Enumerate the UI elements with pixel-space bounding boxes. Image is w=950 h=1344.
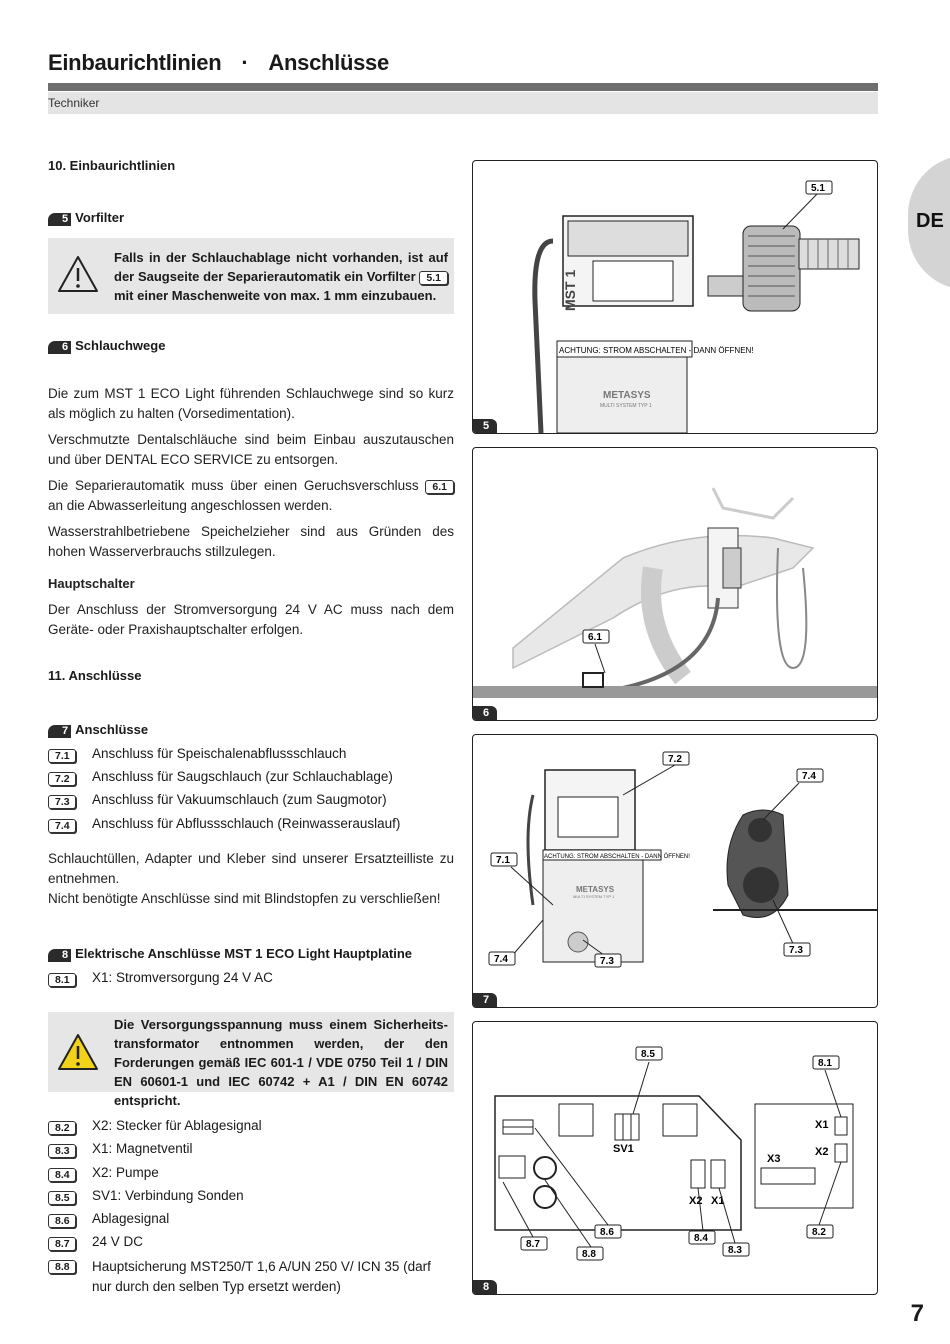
fig5-model: MULTI SYSTEM TYP 1 xyxy=(600,403,652,409)
warning-triangle-icon xyxy=(58,1034,98,1070)
fig8-label-8-7: 8.7 xyxy=(526,1239,540,1250)
ref-6-1: 6.1 xyxy=(425,480,454,494)
paragraph: Die zum MST 1 ECO Light führenden Schlau… xyxy=(48,386,454,421)
warning-text-1: Falls in der Schlauchablage nicht vorhan… xyxy=(114,250,448,303)
fig8-label-8-1: 8.1 xyxy=(818,1058,832,1069)
paragraph: Schlauchtüllen, Adapter und Kleber sind … xyxy=(48,851,454,886)
fig7-label-7-4: 7.4 xyxy=(802,771,816,782)
schlauchwege-title: Schlauchwege xyxy=(75,338,166,353)
figure-5: ACHTUNG: STROM ABSCHALTEN - DANN ÖFFNEN!… xyxy=(472,160,878,434)
figure-7-illustration: ACHTUNG: STROM ABSCHALTEN - DANN ÖFFNEN!… xyxy=(488,751,877,968)
ref-5-1: 5.1 xyxy=(419,271,448,285)
figure-number-8: 8 xyxy=(473,1280,498,1294)
hauptschalter-heading: Hauptschalter xyxy=(48,576,135,591)
fig8-label-8-4: 8.4 xyxy=(694,1233,708,1244)
figure-badge-5: 5 xyxy=(48,213,72,226)
fig8-label-8-8: 8.8 xyxy=(582,1249,596,1260)
fig5-banner: ACHTUNG: STROM ABSCHALTEN - DANN ÖFFNEN! xyxy=(559,346,754,355)
header-rule xyxy=(48,83,878,91)
title-right: Anschlüsse xyxy=(268,50,389,75)
page-title: Einbaurichtlinien · Anschlüsse xyxy=(48,50,389,76)
fig8-x1: X1 xyxy=(711,1195,724,1207)
fig5-brand: METASYS xyxy=(603,390,651,401)
fig8-sv1: SV1 xyxy=(613,1143,634,1155)
fig8-x2-top: X2 xyxy=(815,1146,828,1158)
schlauchwege-body: Die zum MST 1 ECO Light führenden Schlau… xyxy=(48,384,454,640)
figure-7: ACHTUNG: STROM ABSCHALTEN - DANN ÖFFNEN!… xyxy=(472,734,878,1008)
figure-6: 6.1 6 xyxy=(472,447,878,721)
title-separator: · xyxy=(241,50,249,75)
fig5-side: MST 1 xyxy=(562,270,578,311)
fig8-label-8-6: 8.6 xyxy=(600,1227,614,1238)
fig7-label-7-3: 7.3 xyxy=(600,956,614,967)
paragraph: Nicht benötigte Anschlüsse sind mit Blin… xyxy=(48,891,441,906)
warning-text-2: Die Versorgungsspannung muss einem Siche… xyxy=(114,1017,448,1108)
section-11-heading: 11. Anschlüsse xyxy=(48,668,142,683)
paragraph: Der Anschluss der Stromversorgung 24 V A… xyxy=(48,602,454,637)
paragraph: Verschmutzte Dentalschläuche sind beim E… xyxy=(48,432,454,467)
warning-box-1: Falls in der Schlauchablage nicht vorhan… xyxy=(48,238,454,314)
fig7-label-7-4b: 7.4 xyxy=(494,954,508,965)
figure-number-5: 5 xyxy=(473,419,498,433)
warning-triangle-icon xyxy=(58,256,98,292)
figure-number-7: 7 xyxy=(473,993,498,1007)
fig7-model: MULTI SYSTEM TYP 1 xyxy=(573,894,615,899)
language-label: DE xyxy=(916,210,944,232)
paragraph: Wasserstrahlbetriebene Speichelzieher si… xyxy=(48,524,454,559)
fig6-label-6-1: 6.1 xyxy=(588,632,602,643)
fig7-label-7-3b: 7.3 xyxy=(789,945,803,956)
elektrik-title: Elektrische Anschlüsse MST 1 ECO Light H… xyxy=(75,946,412,961)
language-tab: DE xyxy=(908,155,950,290)
figure-8: SV1 X2 X1 X3 X1 X2 8.5 8.1 8.6 8. xyxy=(472,1021,878,1295)
fig7-label-7-1: 7.1 xyxy=(496,855,510,866)
fig8-label-8-3: 8.3 xyxy=(728,1245,742,1256)
figure-badge-8: 8 xyxy=(48,949,72,962)
figure-8-illustration: SV1 X2 X1 X3 X1 X2 8.5 8.1 8.6 8. xyxy=(494,1046,854,1261)
fig8-x3: X3 xyxy=(767,1153,780,1165)
figure-badge-7: 7 xyxy=(48,725,72,738)
fig7-label-7-2: 7.2 xyxy=(668,754,682,765)
figure-5-illustration: ACHTUNG: STROM ABSCHALTEN - DANN ÖFFNEN!… xyxy=(532,180,860,433)
title-left: Einbaurichtlinien xyxy=(48,50,222,75)
fig7-brand: METASYS xyxy=(576,885,615,894)
paragraph: Die Separierautomatik muss über einen Ge… xyxy=(48,476,454,516)
page-number: 7 xyxy=(910,1300,924,1327)
fig8-label-8-2: 8.2 xyxy=(812,1227,826,1238)
warning-box-2: Die Versorgungsspannung muss einem Siche… xyxy=(48,1012,454,1108)
fig7-banner: ACHTUNG: STROM ABSCHALTEN - DANN ÖFFNEN! xyxy=(544,853,690,860)
section-10-heading: 10. Einbaurichtlinien xyxy=(48,158,176,173)
fig8-x1-top: X1 xyxy=(815,1119,828,1131)
fig5-label-5-1: 5.1 xyxy=(811,183,825,194)
vorfilter-title: Vorfilter xyxy=(75,210,125,225)
anschluesse-title: Anschlüsse xyxy=(75,722,149,737)
figure-6-illustration: 6.1 xyxy=(473,487,877,698)
figure-badge-6: 6 xyxy=(48,341,72,354)
figure-number-6: 6 xyxy=(473,706,498,720)
subtitle-bar: Techniker xyxy=(48,92,878,114)
subtitle: Techniker xyxy=(48,96,100,110)
fig8-label-8-5: 8.5 xyxy=(641,1049,655,1060)
anschluesse-body: Schlauchtüllen, Adapter und Kleber sind … xyxy=(48,849,454,909)
